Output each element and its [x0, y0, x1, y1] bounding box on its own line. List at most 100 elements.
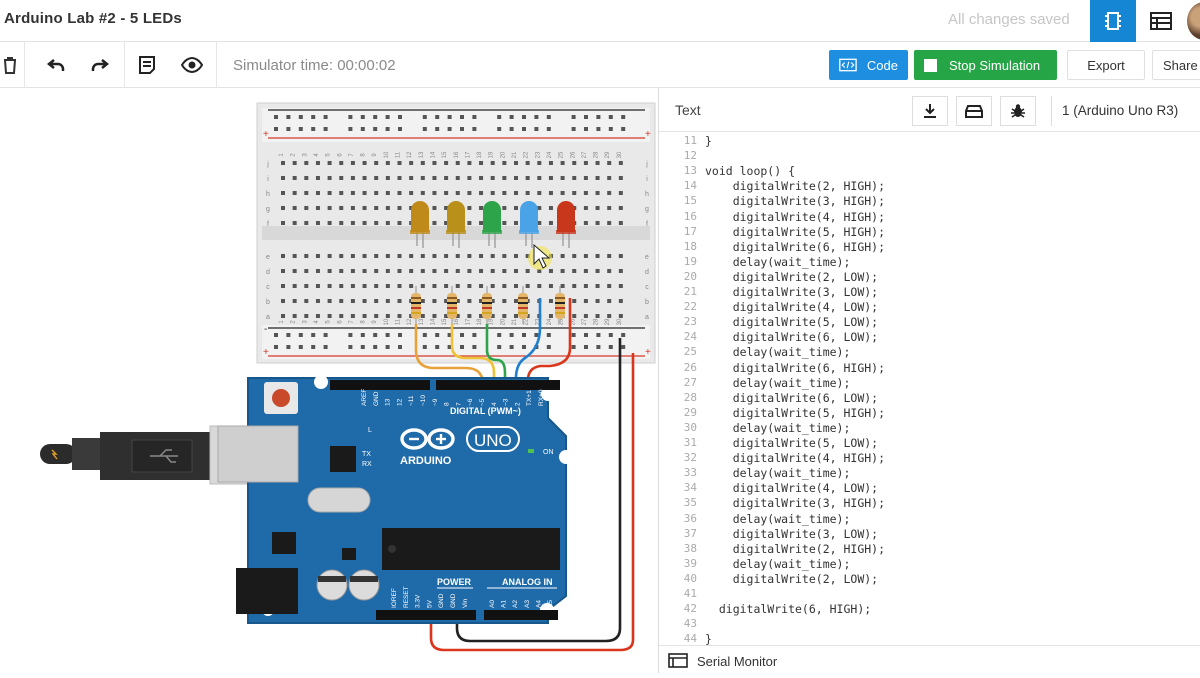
export-button[interactable]: Export	[1067, 50, 1145, 80]
code-line[interactable]: digitalWrite(2, HIGH);	[705, 541, 886, 556]
resistor[interactable]	[482, 286, 492, 324]
breadboard-col-label: 7	[349, 153, 355, 157]
code-line[interactable]: digitalWrite(5, LOW);	[705, 315, 879, 330]
led[interactable]	[446, 201, 466, 248]
led[interactable]	[556, 201, 576, 248]
breadboard-col-label: 23	[535, 151, 541, 158]
code-line[interactable]: digitalWrite(3, LOW);	[705, 285, 879, 299]
code-button[interactable]: Code	[829, 50, 908, 80]
code-line[interactable]: digitalWrite(3, HIGH);	[705, 194, 886, 209]
code-line[interactable]: digitalWrite(3, LOW);	[705, 526, 879, 541]
breadboard-col-label: 17	[465, 318, 471, 325]
breadboard-row-label: j	[266, 161, 269, 168]
code-line[interactable]: digitalWrite(5, HIGH);	[705, 224, 886, 239]
line-number: 22	[683, 300, 697, 314]
device-select[interactable]: 1 (Arduino Uno R3)	[1051, 96, 1200, 126]
line-number: 44	[683, 632, 697, 645]
code-line[interactable]: }	[705, 632, 712, 645]
resistor[interactable]	[411, 286, 421, 324]
line-number: 13	[683, 164, 697, 178]
line-number: 26	[683, 360, 697, 374]
resistor[interactable]	[518, 286, 528, 324]
code-line[interactable]: delay(wait_time);	[705, 466, 851, 481]
code-mode-select[interactable]: Text	[675, 102, 701, 118]
line-number: 31	[683, 436, 697, 449]
breadboard-col-label: 4	[314, 153, 320, 157]
code-line[interactable]: digitalWrite(6, HIGH);	[705, 602, 872, 617]
libraries-button[interactable]	[956, 96, 992, 126]
user-avatar[interactable]	[1187, 2, 1200, 40]
pin-label: ~11	[408, 395, 415, 406]
code-line[interactable]: digitalWrite(4, HIGH);	[705, 451, 886, 466]
code-line[interactable]: delay(wait_time);	[705, 254, 851, 269]
code-line[interactable]: delay(wait_time);	[705, 556, 851, 571]
code-line[interactable]: delay(wait_time);	[705, 420, 851, 435]
rail-plus-label-bottom-right: +	[645, 347, 651, 358]
resistor[interactable]	[555, 286, 565, 324]
serial-monitor-bar[interactable]: Serial Monitor	[659, 645, 1200, 673]
breadboard-row-label: f	[267, 221, 269, 228]
code-line[interactable]: delay(wait_time);	[705, 345, 851, 360]
code-line[interactable]: digitalWrite(2, LOW);	[705, 269, 879, 284]
breadboard-row-label: i	[646, 176, 648, 183]
component-list-icon	[1150, 12, 1172, 30]
code-panel-header: Text 1 (Arduino Uno R3)	[659, 88, 1200, 132]
code-line[interactable]: digitalWrite(2, LOW);	[705, 571, 879, 586]
breadboard-col-label: 17	[465, 151, 471, 158]
redo-button[interactable]	[82, 48, 118, 82]
code-line[interactable]: digitalWrite(6, LOW);	[705, 330, 879, 345]
code-line[interactable]: delay(wait_time);	[705, 375, 851, 390]
breadboard-row-label: h	[266, 191, 270, 198]
visibility-button[interactable]	[174, 48, 210, 82]
on-label: ON	[543, 449, 554, 456]
code-line[interactable]: digitalWrite(6, HIGH);	[705, 360, 886, 375]
code-line[interactable]: }	[705, 134, 712, 148]
pin-label: ~9	[432, 398, 439, 406]
breadboard-row-label: b	[645, 299, 649, 306]
stop-simulation-button[interactable]: Stop Simulation	[914, 50, 1057, 80]
code-line[interactable]: digitalWrite(4, HIGH);	[705, 209, 886, 224]
breadboard-col-label: 28	[594, 318, 600, 325]
notes-button[interactable]	[129, 48, 165, 82]
led[interactable]	[482, 201, 502, 248]
breadboard-col-label: 13	[419, 151, 425, 158]
breadboard-col-label: 11	[396, 151, 402, 158]
breadboard[interactable]: 1122334455667788991010111112121313141415…	[256, 102, 656, 364]
code-line[interactable]: void loop() {	[705, 164, 796, 179]
code-line[interactable]: digitalWrite(6, LOW);	[705, 390, 879, 405]
component-list-button[interactable]	[1138, 0, 1184, 42]
code-line[interactable]: digitalWrite(4, LOW);	[705, 300, 879, 315]
delete-icon	[4, 57, 16, 74]
code-line[interactable]: digitalWrite(2, HIGH);	[705, 179, 886, 194]
line-number: 39	[683, 556, 697, 570]
breadboard-col-label: 14	[430, 151, 436, 158]
project-title[interactable]: Arduino Lab #2 - 5 LEDs	[4, 10, 182, 27]
code-line[interactable]: digitalWrite(4, LOW);	[705, 481, 879, 496]
led[interactable]	[519, 201, 539, 248]
download-button[interactable]	[912, 96, 948, 126]
led[interactable]	[410, 201, 430, 248]
breadboard-col-label: 18	[477, 318, 483, 325]
circuit-view-button[interactable]	[1090, 0, 1136, 42]
line-number: 12	[683, 149, 697, 163]
breadboard-col-label: 12	[407, 151, 413, 158]
debugger-button[interactable]	[1000, 96, 1036, 126]
pin-label: 8	[444, 402, 451, 406]
share-button[interactable]: Share	[1152, 50, 1200, 80]
arduino-uno-board[interactable]: DIGITAL (PWM~) POWER ANALOG IN UNO ARDUI…	[217, 375, 573, 624]
breadboard-col-label: 12	[407, 318, 413, 325]
delete-button[interactable]	[0, 48, 28, 82]
code-line[interactable]: delay(wait_time);	[705, 511, 851, 526]
resistor[interactable]	[447, 286, 457, 324]
breadboard-row-label: g	[266, 206, 270, 213]
line-number: 30	[683, 420, 697, 434]
code-line[interactable]: digitalWrite(5, LOW);	[705, 436, 879, 450]
wires[interactable]	[414, 298, 635, 652]
code-line[interactable]: digitalWrite(3, HIGH);	[705, 496, 886, 511]
code-line[interactable]: digitalWrite(6, HIGH);	[705, 239, 886, 254]
undo-button[interactable]	[38, 48, 74, 82]
code-line[interactable]: digitalWrite(5, HIGH);	[705, 405, 886, 420]
